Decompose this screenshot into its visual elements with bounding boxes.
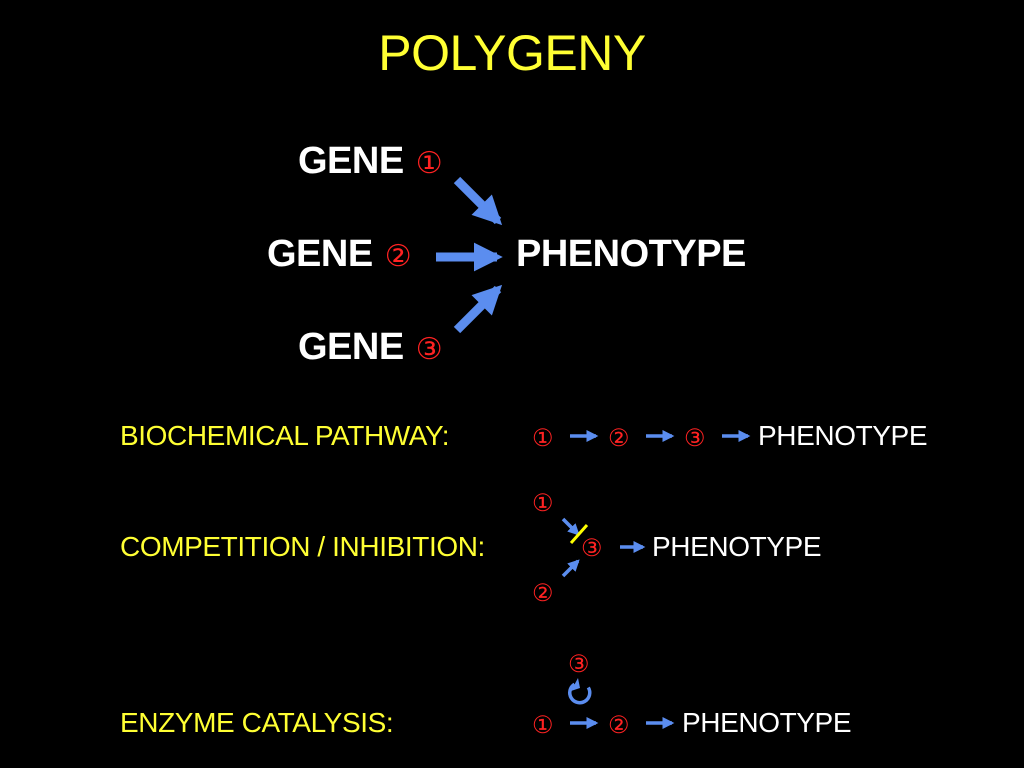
gene-1-number: ① xyxy=(415,147,443,180)
competition-upper-arrow-icon xyxy=(561,517,580,536)
competition-phenotype: PHENOTYPE xyxy=(652,531,822,562)
enzyme-catalysis-label: ENZYME CATALYSIS: xyxy=(120,707,394,738)
gene-3-label: GENE xyxy=(298,326,404,368)
catalysis-cycle-arrow-icon xyxy=(568,678,592,705)
gene-1: GENE ① xyxy=(298,140,443,183)
competition-lower-gene: ② xyxy=(532,580,554,607)
gene-3: GENE ③ xyxy=(298,326,443,369)
phenotype-main: PHENOTYPE xyxy=(516,233,746,275)
gene-2: GENE ② xyxy=(267,233,412,276)
biochemical-pathway-label: BIOCHEMICAL PATHWAY: xyxy=(120,420,450,451)
gene-1-arrow-icon xyxy=(453,176,503,226)
competition-lower-arrow-icon xyxy=(561,559,580,578)
biochemical-step-2: ② xyxy=(608,425,630,452)
biochemical-phenotype: PHENOTYPE xyxy=(758,420,928,451)
gene-3-arrow-icon xyxy=(453,284,503,334)
gene-2-number: ② xyxy=(384,240,412,273)
enzyme-step-1: ① xyxy=(532,712,554,739)
biochemical-step-3: ③ xyxy=(684,425,706,452)
competition-upper-gene: ① xyxy=(532,490,554,517)
competition-inhibition-label: COMPETITION / INHIBITION: xyxy=(120,531,485,562)
competition-middle-gene: ③ xyxy=(581,535,603,562)
gene-2-label: GENE xyxy=(267,233,373,275)
biochemical-step-1: ① xyxy=(532,425,554,452)
enzyme-step-2: ② xyxy=(608,712,630,739)
enzyme-phenotype: PHENOTYPE xyxy=(682,707,852,738)
gene-1-label: GENE xyxy=(298,140,404,182)
page-title: POLYGENY xyxy=(378,25,646,81)
inhibition-bar-icon xyxy=(569,524,589,544)
enzyme-catalyst-gene: ③ xyxy=(568,651,590,678)
gene-3-number: ③ xyxy=(415,333,443,366)
